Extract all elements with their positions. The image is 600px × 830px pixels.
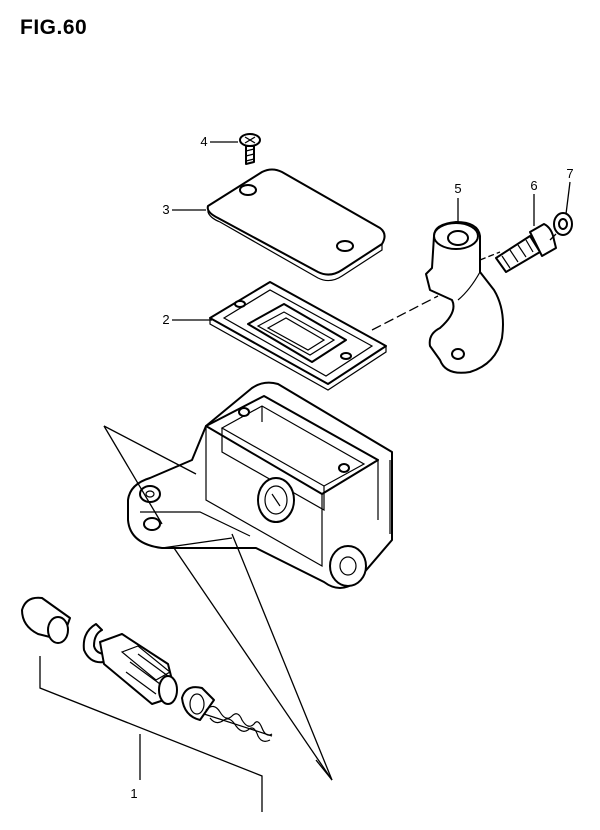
part-clamp-bolt — [495, 223, 557, 273]
piston — [99, 633, 178, 705]
callout-1: 1 — [130, 786, 137, 801]
piston-boot — [21, 596, 71, 644]
callout-4: 4 — [200, 134, 207, 149]
part-diaphragm — [209, 281, 387, 391]
callout-leaders — [172, 141, 571, 321]
part-washer — [553, 212, 573, 236]
callout-6: 6 — [530, 178, 537, 193]
master-cylinder-body — [127, 381, 393, 589]
callout-7: 7 — [566, 166, 573, 181]
figure-title: FIG.60 — [20, 16, 88, 39]
callout-2: 2 — [162, 312, 169, 327]
leader-lines — [39, 233, 557, 812]
callout-3: 3 — [162, 202, 169, 217]
part-reservoir-cap — [206, 168, 386, 282]
callout-5: 5 — [454, 181, 461, 196]
piston-cup — [181, 686, 215, 721]
part-screw — [239, 133, 261, 165]
part-clamp — [425, 221, 504, 374]
return-spring — [203, 705, 273, 742]
